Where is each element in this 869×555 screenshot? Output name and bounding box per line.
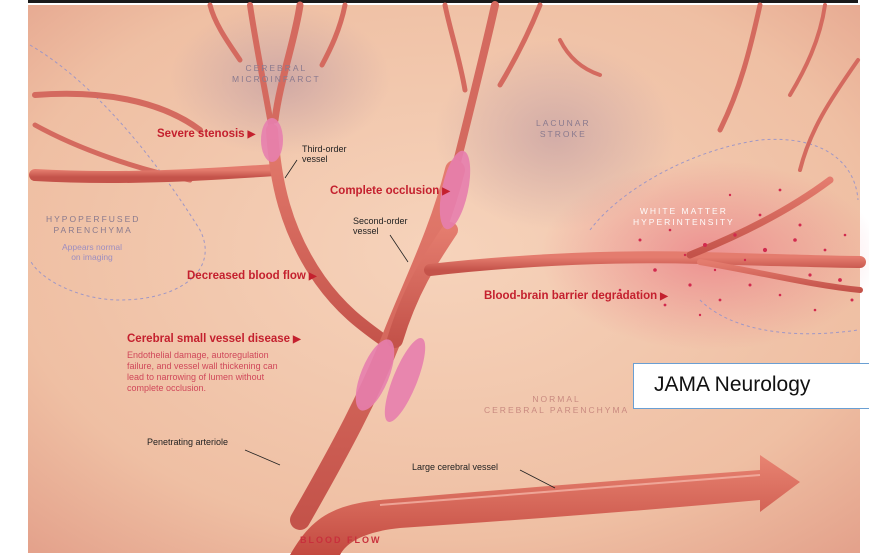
arrow-icon: ▶ [660,291,668,302]
small-vessel-description: Endothelial damage, autoregulation failu… [127,350,297,394]
small-vessel-disease-callout: Cerebral small vessel disease▶ [127,333,301,345]
callout-text: Decreased blood flow [187,270,306,282]
arrow-icon: ▶ [442,186,450,197]
blood-flow-label: BLOOD FLOW [300,535,382,545]
cerebral-microinfarct-label: CEREBRAL MICROINFARCT [232,63,321,85]
arrow-icon: ▶ [248,129,256,140]
callout-text: Blood-brain barrier degradation [484,290,657,302]
third-order-vessel-label: Third-order vessel [302,144,347,164]
region-line: STROKE [536,129,591,140]
complete-occlusion-callout: Complete occlusion▶ [330,185,450,197]
region-line: HYPOPERFUSED [46,214,140,225]
top-rule [28,0,858,3]
severe-stenosis-callout: Severe stenosis▶ [157,128,255,140]
region-line: PARENCHYMA [46,225,140,236]
label-line: vessel [353,226,408,236]
region-line: HYPERINTENSITY [633,217,735,228]
region-line: CEREBRAL PARENCHYMA [484,405,629,416]
arrow-icon: ▶ [293,334,301,345]
region-line: WHITE MATTER [633,206,735,217]
callout-text: Cerebral small vessel disease [127,333,290,345]
region-line: MICROINFARCT [232,74,321,85]
arrow-icon: ▶ [309,271,317,282]
region-line: LACUNAR [536,118,591,129]
region-line: CEREBRAL [232,63,321,74]
label-line: Third-order [302,144,347,154]
normal-parenchyma-label: NORMAL CEREBRAL PARENCHYMA [484,394,629,416]
note-line: Appears normal [62,242,122,252]
hypoperfused-note: Appears normal on imaging [62,242,122,262]
callout-text: Severe stenosis [157,128,245,140]
label-line: vessel [302,154,347,164]
hypoperfused-label: HYPOPERFUSED PARENCHYMA [46,214,140,236]
second-order-vessel-label: Second-order vessel [353,216,408,236]
note-line: on imaging [62,252,122,262]
bbb-degradation-callout: Blood-brain barrier degradation▶ [484,290,668,302]
decreased-flow-callout: Decreased blood flow▶ [187,270,317,282]
large-vessel-label: Large cerebral vessel [412,462,498,472]
white-matter-label: WHITE MATTER HYPERINTENSITY [633,206,735,228]
lacunar-stroke-label: LACUNAR STROKE [536,118,591,140]
region-line: NORMAL [484,394,629,405]
credit-box: JAMA Neurology [633,363,869,409]
label-line: Second-order [353,216,408,226]
credit-text: JAMA Neurology [654,373,810,397]
callout-text: Complete occlusion [330,185,439,197]
penetrating-arteriole-label: Penetrating arteriole [147,437,228,447]
